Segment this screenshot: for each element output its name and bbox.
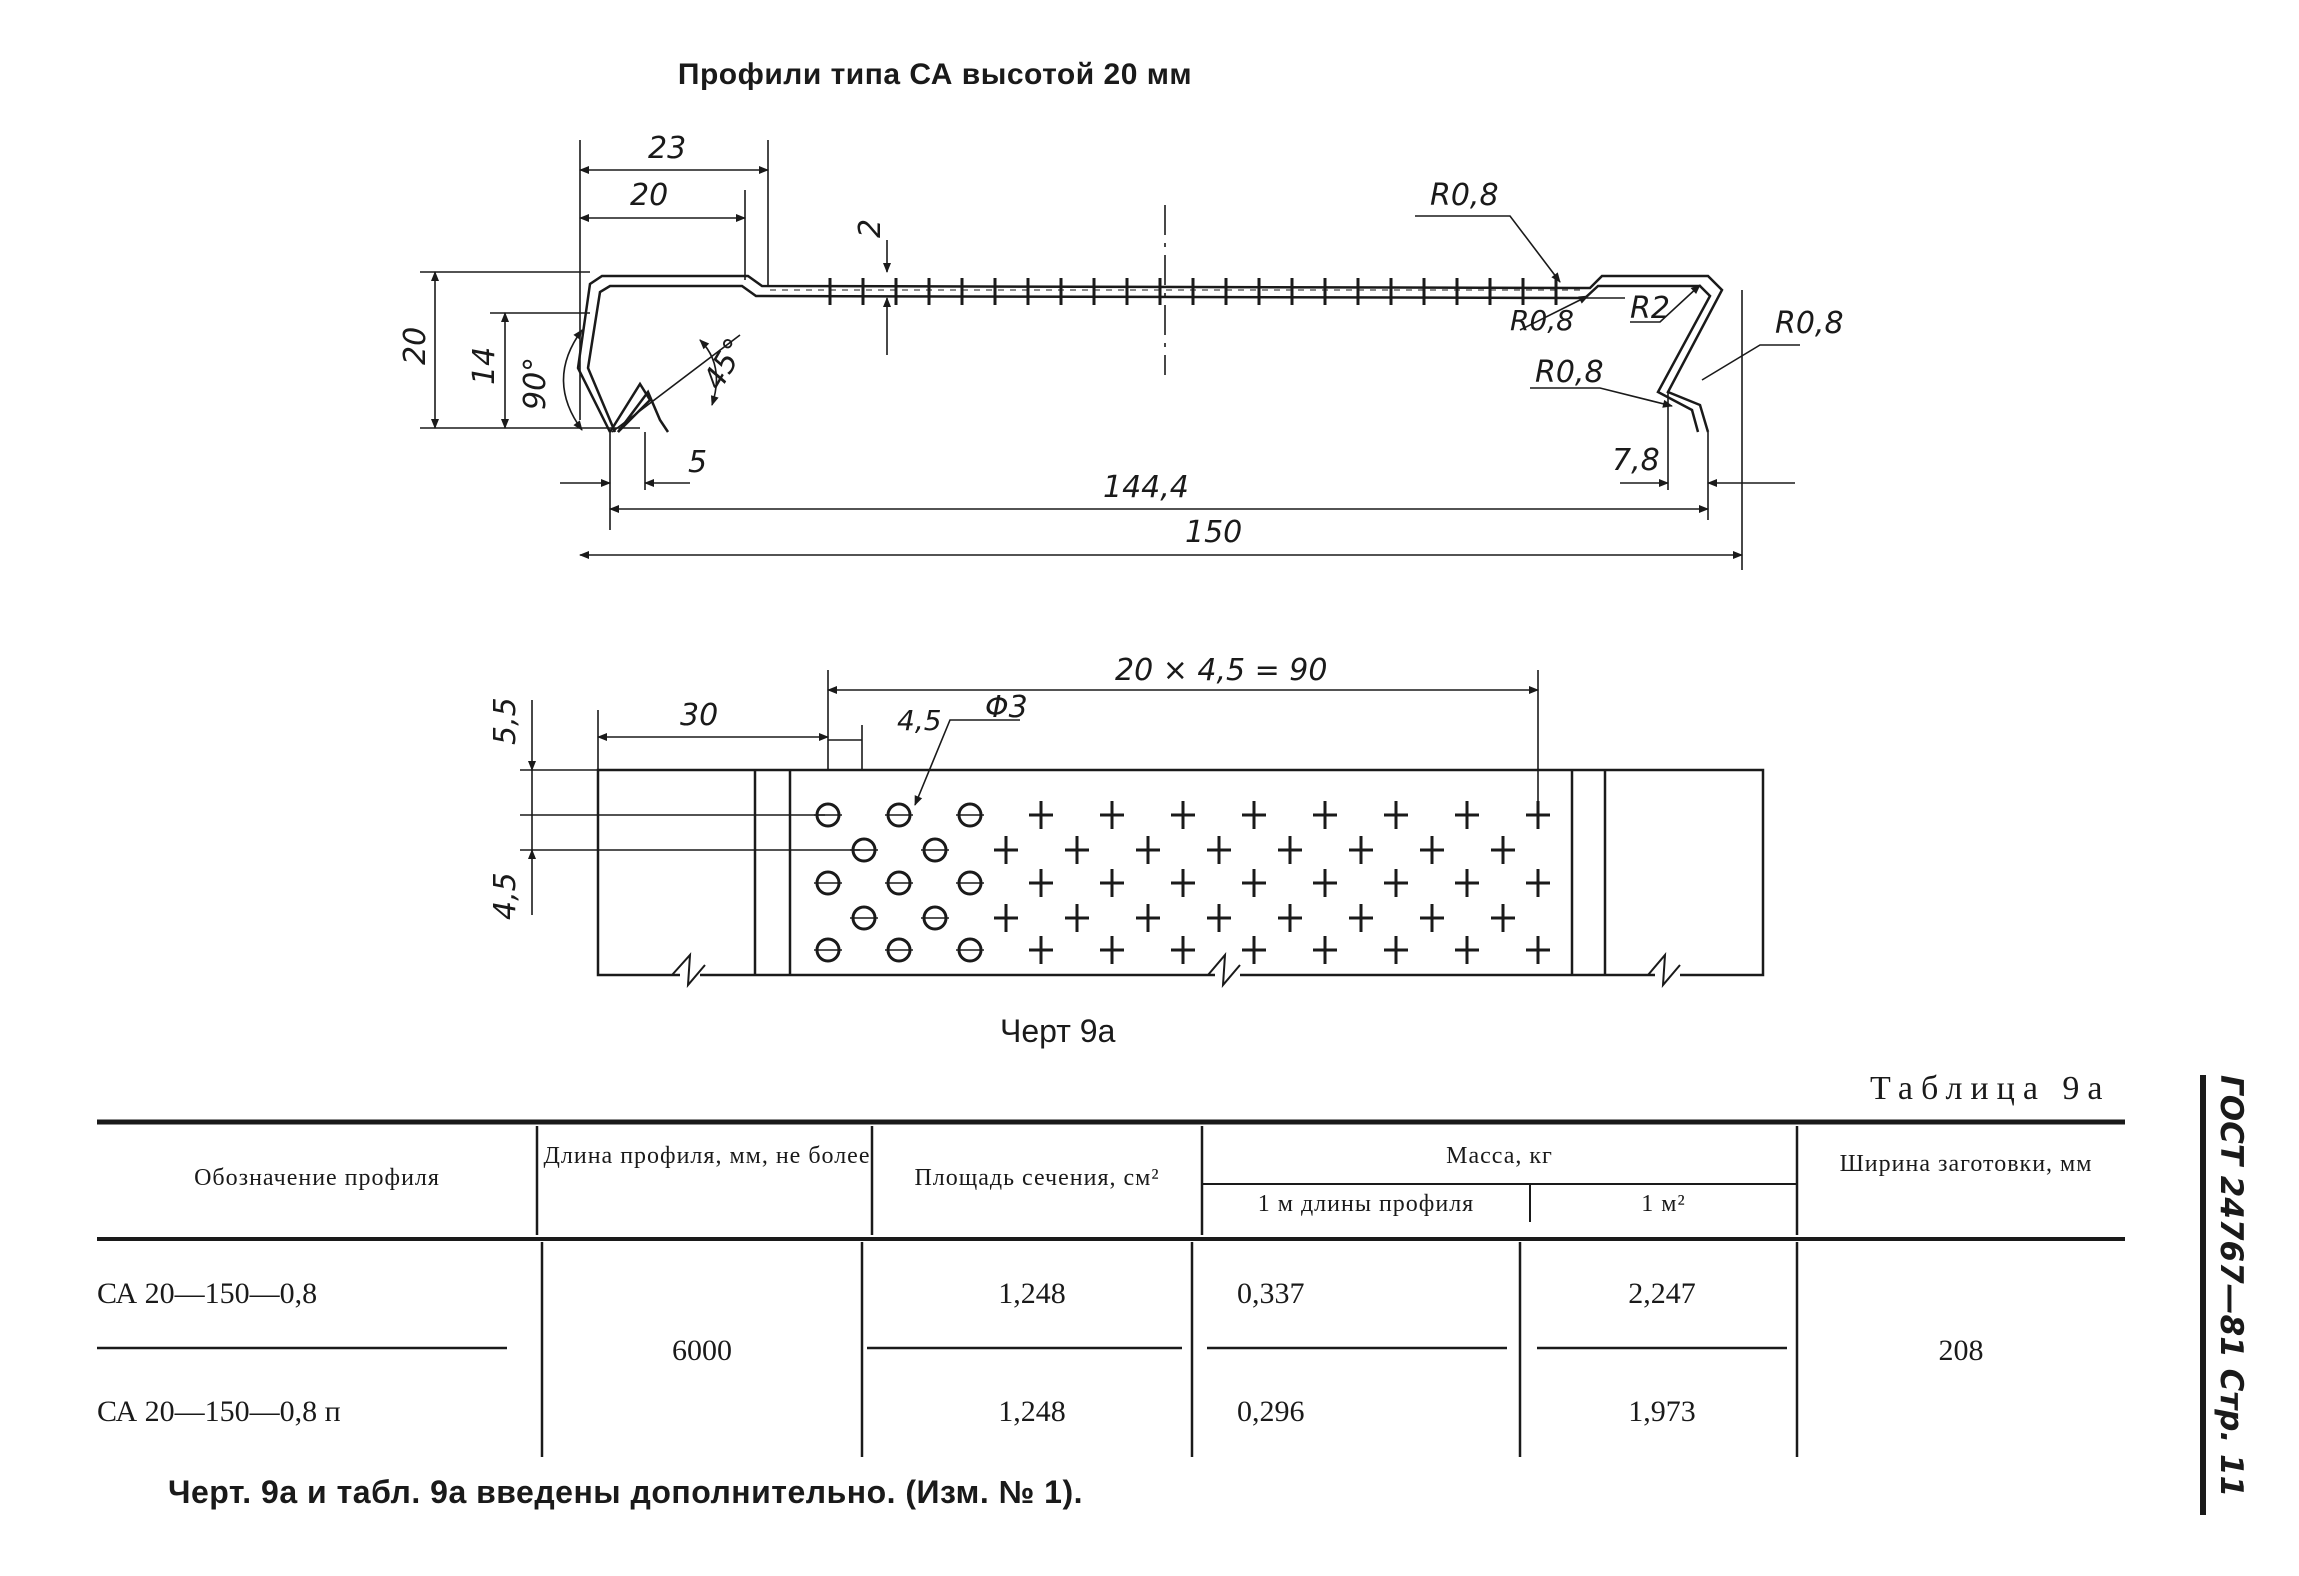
- header-length: Длина профиля, мм, не более: [543, 1143, 871, 1169]
- dim-height-20: 20: [398, 327, 433, 365]
- angle-90: 90°: [518, 357, 553, 410]
- row-1-mass-per-m2: 2,247: [1628, 1277, 1696, 1310]
- radius-r08-mid: R0,8: [1510, 304, 1574, 337]
- page-title: Профили типа СА высотой 20 мм: [677, 58, 1193, 91]
- hole-center-mark: [1207, 904, 1231, 932]
- radius-r08-low: R0,8: [1535, 355, 1604, 390]
- row-2-mass-per-m2: 1,973: [1628, 1395, 1696, 1428]
- hole-center-mark: [1349, 836, 1373, 864]
- figure-caption: Черт 9а: [1000, 1013, 1116, 1049]
- hole-center-mark: [1100, 936, 1124, 964]
- dim-150: 150: [1185, 515, 1242, 550]
- row-2-designation: СА 20—150—0,8 п: [97, 1395, 341, 1428]
- hole-center-mark: [1065, 904, 1089, 932]
- hole-center-mark: [1136, 904, 1160, 932]
- header-mass-per-m2: 1 м²: [1641, 1191, 1686, 1217]
- hole-center-mark: [1455, 801, 1479, 829]
- hole-center-mark: [1100, 801, 1124, 829]
- dim-30: 30: [680, 698, 718, 733]
- table-label: Таблица 9а: [1870, 1070, 2111, 1107]
- dim-4-5-vertical: 4,5: [488, 872, 523, 920]
- hole-center-mark: [1171, 801, 1195, 829]
- dim-23: 23: [648, 131, 686, 166]
- dim-7-8: 7,8: [1612, 443, 1660, 478]
- row-1-mass-per-m: 0,337: [1237, 1277, 1305, 1310]
- hole-center-mark: [994, 836, 1018, 864]
- hole-center-mark: [1384, 801, 1408, 829]
- data-table: Обозначение профиля Длина профиля, мм, н…: [97, 1112, 2125, 1467]
- dim-144-4: 144,4: [1103, 470, 1189, 505]
- shared-length: 6000: [672, 1334, 732, 1367]
- header-blank-width: Ширина заготовки, мм: [1839, 1151, 2093, 1177]
- hole-center-mark: [1171, 869, 1195, 897]
- hole-center-mark: [1420, 836, 1444, 864]
- hole-center-mark: [1029, 869, 1053, 897]
- hole-center-mark: [1242, 936, 1266, 964]
- dim-90-pitch: 20 × 4,5 = 90: [1115, 653, 1327, 688]
- hole-center-mark: [1455, 936, 1479, 964]
- hole-center-mark: [1171, 936, 1195, 964]
- hole-center-mark: [1526, 869, 1550, 897]
- hole-center-mark: [1207, 836, 1231, 864]
- row-2-area: 1,248: [998, 1395, 1066, 1428]
- hole-center-mark: [994, 904, 1018, 932]
- hole-center-mark: [1526, 801, 1550, 829]
- header-area: Площадь сечения, см²: [914, 1165, 1160, 1191]
- hole-center-mark: [1100, 869, 1124, 897]
- header-designation: Обозначение профиля: [194, 1165, 440, 1191]
- hole-center-mark: [1349, 904, 1373, 932]
- side-label-text: ГОСТ 24767—81 Стр. 11: [2213, 1075, 2249, 1497]
- hole-center-mark: [1384, 936, 1408, 964]
- hole-center-mark: [1029, 801, 1053, 829]
- profile-perf-ticks: [828, 278, 1558, 305]
- hole-center-mark: [1313, 801, 1337, 829]
- hole-center-mark: [1242, 869, 1266, 897]
- row-1-designation: СА 20—150—0,8: [97, 1277, 318, 1310]
- table-grid: [97, 1119, 2125, 1457]
- dim-2: 2: [853, 219, 888, 238]
- radius-r2: R2: [1630, 291, 1670, 326]
- row-2-mass-per-m: 0,296: [1237, 1395, 1305, 1428]
- dim-4-5-horizontal: 4,5: [897, 704, 942, 737]
- angle-45: 45°: [697, 332, 754, 396]
- hole-center-mark: [1278, 836, 1302, 864]
- header-mass-per-m: 1 м длины профиля: [1257, 1191, 1475, 1217]
- hole-center-mark: [1029, 936, 1053, 964]
- hole-center-mark: [1491, 836, 1515, 864]
- hole-center-mark: [1384, 869, 1408, 897]
- shared-blank-width: 208: [1938, 1334, 1984, 1367]
- dim-20-top: 20: [630, 178, 668, 213]
- dim-14: 14: [467, 347, 502, 385]
- perforation-drawing: 20 × 4,5 = 90 30 4,5 Φ3 5,5 4,5: [488, 653, 1765, 988]
- perforation-holes: [814, 801, 1550, 964]
- profile-dimension-lines: [420, 140, 1800, 570]
- hole-center-mark: [1242, 801, 1266, 829]
- hole-center-mark: [1136, 836, 1160, 864]
- side-label: ГОСТ 24767—81 Стр. 11: [2200, 1075, 2249, 1515]
- hole-center-mark: [1278, 904, 1302, 932]
- hole-center-mark: [1313, 936, 1337, 964]
- hole-center-mark: [1491, 904, 1515, 932]
- hole-diameter: Φ3: [985, 690, 1028, 725]
- footnote: Черт. 9а и табл. 9а введены дополнительн…: [168, 1474, 1084, 1510]
- hole-center-mark: [1420, 904, 1444, 932]
- hole-center-mark: [1065, 836, 1089, 864]
- dim-5-5: 5,5: [488, 697, 523, 745]
- header-mass: Масса, кг: [1446, 1143, 1553, 1169]
- hole-center-mark: [1455, 869, 1479, 897]
- hole-center-mark: [1526, 936, 1550, 964]
- hole-center-mark: [1313, 869, 1337, 897]
- row-1-area: 1,248: [998, 1277, 1066, 1310]
- radius-r08-top: R0,8: [1430, 178, 1499, 213]
- radius-r08-right: R0,8: [1775, 306, 1844, 341]
- dim-5: 5: [688, 445, 707, 480]
